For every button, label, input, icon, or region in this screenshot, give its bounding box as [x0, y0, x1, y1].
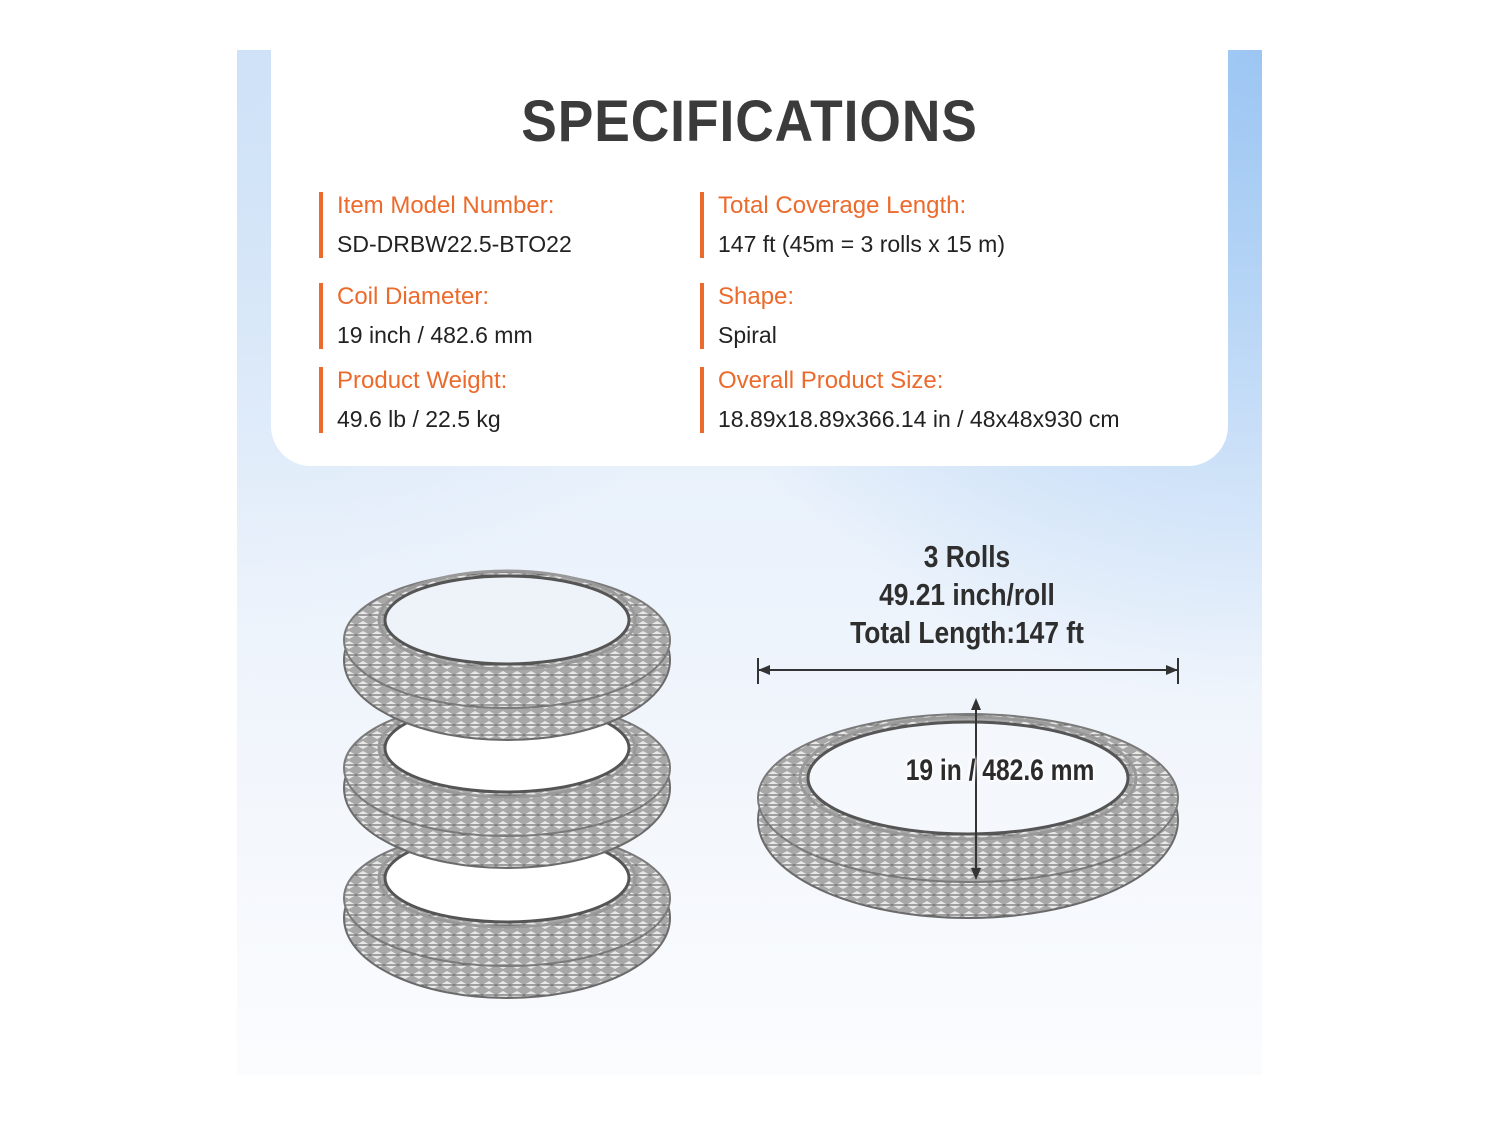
spec-model-number: Item Model Number: SD-DRBW22.5-BTO22 — [319, 192, 572, 258]
page-title: SPECIFICATIONS — [521, 89, 978, 154]
spec-label: Overall Product Size: — [718, 367, 944, 394]
spec-overall-size: Overall Product Size: 18.89x18.89x366.14… — [700, 367, 1120, 433]
dimension-labels: 3 Rolls 49.21 inch/roll Total Length:147… — [823, 538, 1112, 652]
coil-top — [343, 569, 671, 741]
spec-value: 18.89x18.89x366.14 in / 48x48x930 cm — [718, 406, 1120, 432]
spec-product-weight: Product Weight: 49.6 lb / 22.5 kg — [319, 367, 507, 433]
diameter-dimension-line — [971, 698, 981, 880]
spec-coil-diameter: Coil Diameter: 19 inch / 482.6 mm — [319, 283, 533, 349]
spec-shape: Shape: Spiral — [700, 283, 794, 349]
spec-label: Coil Diameter: — [337, 283, 490, 310]
spec-card: SPECIFICATIONS Item Model Number: SD-DRB… — [271, 50, 1228, 466]
spec-label: Item Model Number: — [337, 192, 555, 219]
total-length-label: Total Length:147 ft — [850, 615, 1084, 650]
coil-middle — [343, 697, 671, 869]
single-coil-image — [757, 658, 1179, 919]
coil-diameter-label: 19 in / 482.6 mm — [905, 754, 1095, 787]
spec-label: Total Coverage Length: — [718, 192, 967, 219]
stacked-coils-image — [343, 569, 671, 999]
spec-value: 19 inch / 482.6 mm — [337, 322, 533, 348]
spec-label: Shape: — [718, 283, 795, 310]
spec-label: Product Weight: — [337, 367, 508, 394]
rolls-count-label: 3 Rolls — [923, 539, 1011, 574]
spec-coverage-length: Total Coverage Length: 147 ft (45m = 3 r… — [700, 192, 1005, 258]
spec-value: 147 ft (45m = 3 rolls x 15 m) — [718, 231, 1005, 257]
width-dimension-line — [757, 658, 1179, 684]
per-roll-length-label: 49.21 inch/roll — [879, 577, 1055, 612]
coil-single — [757, 713, 1179, 919]
spec-value: Spiral — [718, 322, 777, 348]
coil-bottom — [343, 827, 671, 999]
spec-value: SD-DRBW22.5-BTO22 — [337, 231, 572, 257]
product-spec-panel: SPECIFICATIONS Item Model Number: SD-DRB… — [237, 50, 1262, 1075]
spec-value: 49.6 lb / 22.5 kg — [337, 406, 501, 432]
